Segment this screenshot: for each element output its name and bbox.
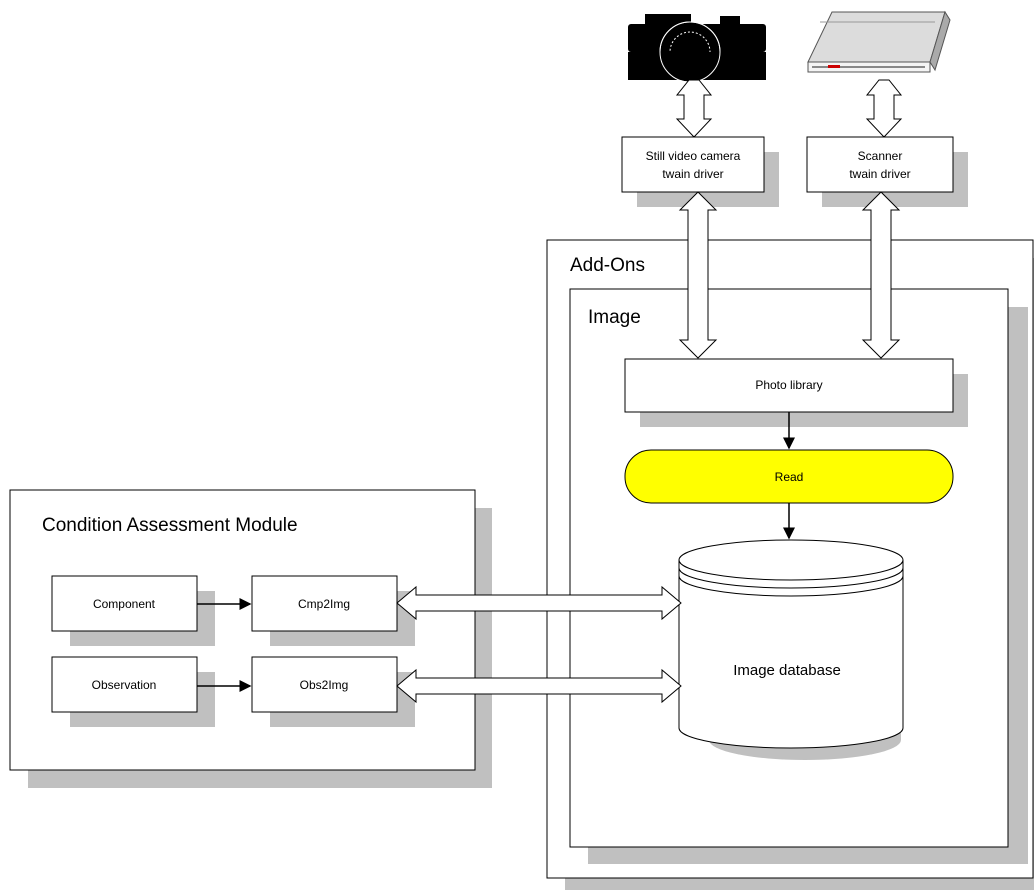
read-label: Read — [775, 470, 804, 484]
addons-title: Add-Ons — [570, 255, 645, 276]
read-process: Read — [624, 449, 954, 504]
photo-library-box: Photo library — [624, 358, 968, 427]
cmp2img-to-database-arrow — [396, 585, 682, 621]
photo-library-label: Photo library — [755, 378, 822, 392]
cmp2img-label: Cmp2Img — [298, 597, 350, 611]
scanner-icon — [807, 10, 951, 73]
camera-driver-label-line1: Still video camera — [646, 149, 741, 163]
observation-box: Observation — [51, 656, 215, 727]
obs2img-label: Obs2Img — [300, 678, 349, 692]
cmp2img-box: Cmp2Img — [251, 575, 415, 646]
camera-driver-to-library-arrow — [678, 191, 718, 359]
observation-label: Observation — [92, 678, 157, 692]
scanner-driver-box: Scanner twain driver — [806, 136, 968, 207]
scanner-driver-label-line2: twain driver — [849, 167, 910, 181]
scanner-to-driver-arrow — [865, 79, 903, 138]
scanner-driver-to-library-arrow — [861, 191, 901, 359]
obs2img-box: Obs2Img — [251, 656, 415, 727]
camera-driver-box: Still video camera twain driver — [621, 136, 779, 207]
image-database-label: Image database — [733, 662, 841, 679]
component-label: Component — [93, 597, 156, 611]
scanner-driver-label-line1: Scanner — [858, 149, 903, 163]
obs2img-to-database-arrow — [396, 668, 682, 704]
camera-to-driver-arrow — [675, 79, 713, 138]
cam-title: Condition Assessment Module — [42, 515, 298, 536]
component-box: Component — [51, 575, 215, 646]
camera-driver-label-line2: twain driver — [662, 167, 723, 181]
camera-icon — [628, 14, 766, 83]
image-database: Image database — [678, 539, 904, 760]
image-title: Image — [588, 307, 641, 328]
